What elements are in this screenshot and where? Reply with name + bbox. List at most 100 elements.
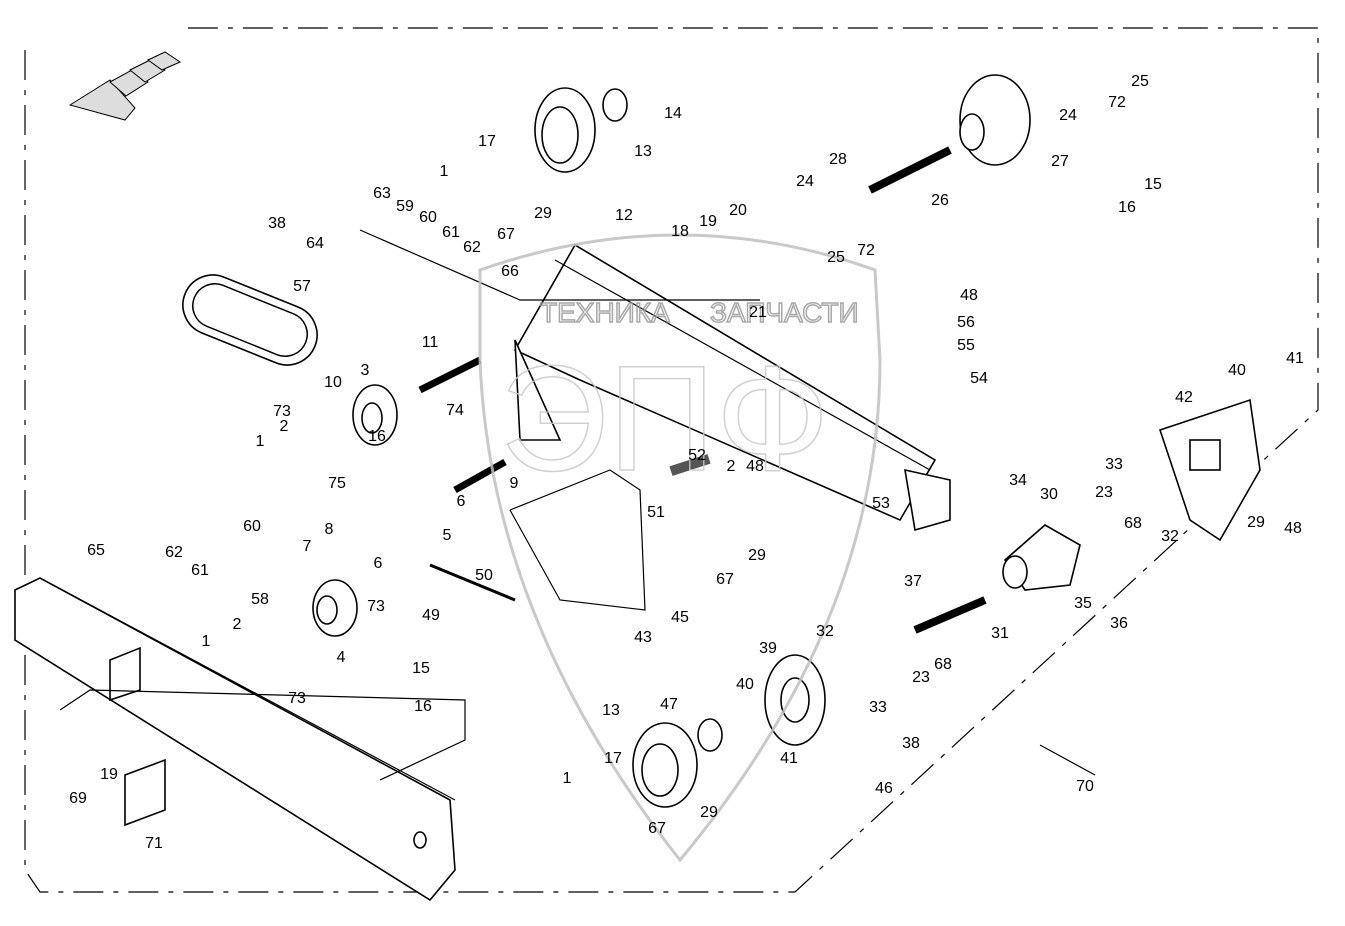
- part-label: 41: [1286, 350, 1304, 367]
- part-label: 34: [1009, 472, 1027, 489]
- part-label: 23: [1095, 484, 1113, 501]
- part-label: 54: [970, 370, 988, 387]
- watermark-text-1: ТЕХНИКА: [540, 297, 670, 328]
- leader-70: [1039, 744, 1096, 776]
- part-label: 25: [1131, 73, 1149, 90]
- part-label: 4: [337, 649, 346, 666]
- part-label: 20: [729, 202, 747, 219]
- idler-roller-4: [312, 579, 358, 637]
- pulley-bottom: [632, 718, 723, 808]
- part-label: 60: [243, 518, 261, 535]
- part-label: 62: [165, 544, 183, 561]
- part-label: 73: [367, 598, 385, 615]
- part-label: 18: [671, 223, 689, 240]
- part-label: 30: [1040, 486, 1058, 503]
- part-label: 70: [1076, 778, 1094, 795]
- part-label: 73: [288, 690, 306, 707]
- part-label: 67: [648, 820, 666, 837]
- part-label: 68: [934, 656, 952, 673]
- part-label: 38: [268, 215, 286, 232]
- part-label: 29: [700, 804, 718, 821]
- part-label: 65: [87, 542, 105, 559]
- part-label: 1: [202, 633, 211, 650]
- watermark-logo-letters: ЭПФ: [500, 334, 830, 502]
- assembly-boundary: [24, 27, 1319, 893]
- pulley-10: [352, 384, 398, 446]
- bearing-housing-30: [1002, 524, 1081, 591]
- part-label: 43: [634, 629, 652, 646]
- part-label: 26: [931, 192, 949, 209]
- part-label: 50: [475, 567, 493, 584]
- part-label: 2: [727, 458, 736, 475]
- part-label: 58: [251, 591, 269, 608]
- part-label: 73: [273, 403, 291, 420]
- part-label: 32: [816, 623, 834, 640]
- part-label: 24: [1059, 107, 1077, 124]
- shaft-11: [418, 356, 482, 394]
- part-label: 15: [1144, 176, 1162, 193]
- part-label: 56: [957, 314, 975, 331]
- bearing-housing-42: [1158, 398, 1261, 542]
- part-label: 16: [414, 698, 432, 715]
- part-label: 2: [280, 418, 289, 435]
- hub-flange-39: [764, 654, 826, 746]
- part-label: 1: [256, 433, 265, 450]
- part-label: 74: [446, 402, 464, 419]
- drive-belt: [182, 274, 318, 366]
- assembly-outline: [509, 469, 646, 611]
- part-label: 64: [306, 235, 324, 252]
- part-label: 55: [957, 337, 975, 354]
- part-label: 51: [647, 504, 665, 521]
- shaft-31: [913, 596, 987, 634]
- part-label: 1: [440, 163, 449, 180]
- part-label: 57: [293, 278, 311, 295]
- part-label: 72: [1108, 94, 1126, 111]
- part-label: 38: [902, 735, 920, 752]
- part-label: 39: [759, 640, 777, 657]
- belt-guard-cover: [14, 577, 456, 902]
- part-label: 72: [857, 242, 875, 259]
- spring-52: [669, 454, 711, 476]
- hub-flange-27: [959, 74, 1031, 166]
- part-label: 13: [602, 702, 620, 719]
- part-label: 46: [875, 780, 893, 797]
- part-label: 6: [457, 493, 466, 510]
- part-label: 16: [368, 428, 386, 445]
- part-label: 61: [442, 224, 460, 241]
- part-label: 17: [604, 750, 622, 767]
- rod-50: [429, 563, 516, 602]
- part-label: 48: [746, 458, 764, 475]
- part-label: 6: [374, 555, 383, 572]
- shaft-26: [868, 146, 952, 194]
- part-label: 5: [443, 527, 452, 544]
- part-label: 67: [716, 571, 734, 588]
- part-label: 29: [1247, 514, 1265, 531]
- part-label: 59: [396, 198, 414, 215]
- part-label: 35: [1074, 595, 1092, 612]
- part-label: 24: [796, 173, 814, 190]
- part-label: 17: [478, 133, 496, 150]
- part-label: 9: [510, 475, 519, 492]
- part-label: 33: [1105, 456, 1123, 473]
- part-label: 14: [664, 105, 682, 122]
- part-label: 61: [191, 562, 209, 579]
- part-label: 48: [1284, 520, 1302, 537]
- part-label: 15: [412, 660, 430, 677]
- main-frame-beam: [513, 243, 951, 532]
- part-label: 37: [904, 573, 922, 590]
- part-label: 62: [463, 239, 481, 256]
- part-label: 32: [1161, 528, 1179, 545]
- part-label: 2: [233, 616, 242, 633]
- watermark-text-2: ЗАПЧАСТИ: [710, 297, 859, 328]
- part-label: 11: [422, 334, 439, 351]
- part-label: 1: [563, 770, 572, 787]
- part-label: 31: [991, 625, 1009, 642]
- part-label: 7: [303, 538, 312, 555]
- part-label: 63: [373, 185, 391, 202]
- part-label: 29: [748, 547, 766, 564]
- part-label: 19: [100, 766, 118, 783]
- part-label: 45: [671, 609, 689, 626]
